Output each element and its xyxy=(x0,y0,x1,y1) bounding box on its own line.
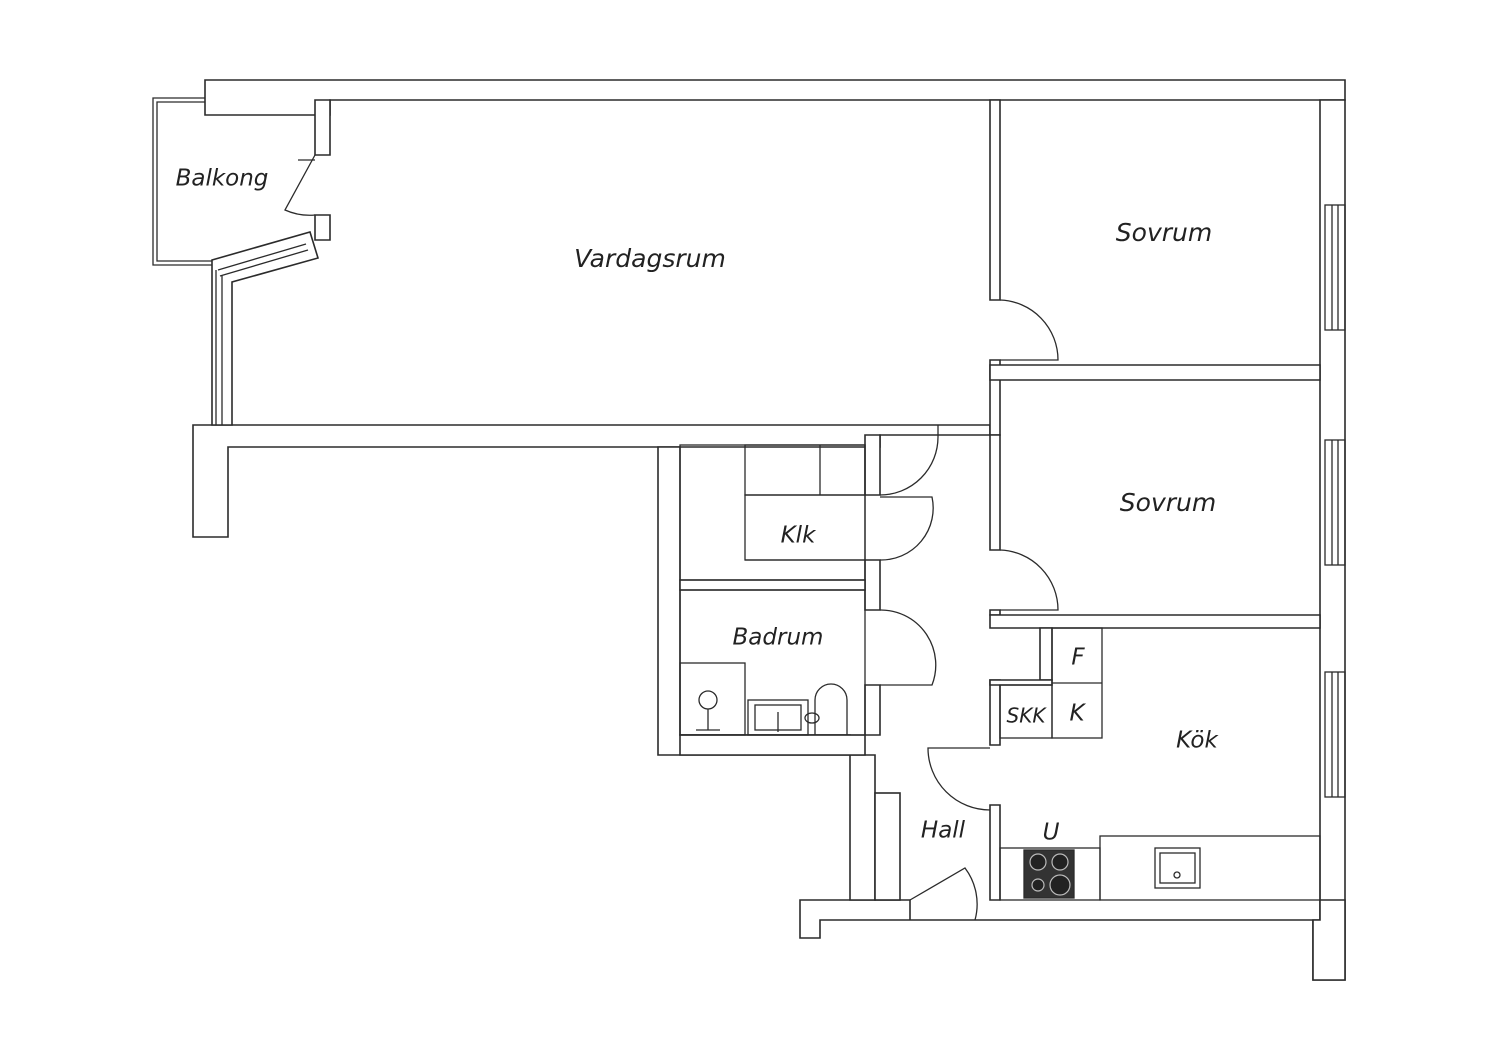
room-label-kok: Kök xyxy=(1176,728,1219,754)
room-label-sovrum-2: Sovrum xyxy=(1120,488,1216,517)
bathroom-fixtures xyxy=(679,589,866,736)
room-label-balkong: Balkong xyxy=(176,166,269,192)
room-label-vardagsrum: Vardagsrum xyxy=(574,244,726,273)
doors xyxy=(879,299,1059,921)
room-labels: Balkong Vardagsrum Sovrum Sovrum Klk Bad… xyxy=(176,166,1220,844)
windows-right xyxy=(1324,204,1346,798)
klk-closet xyxy=(679,444,866,581)
fixture-label-oven: U xyxy=(1043,820,1060,846)
room-label-badrum: Badrum xyxy=(733,625,824,651)
outer-walls xyxy=(192,79,1346,981)
room-label-klk: Klk xyxy=(781,523,817,549)
interior-walls xyxy=(679,99,1321,901)
room-label-sovrum-1: Sovrum xyxy=(1116,218,1212,247)
balcony xyxy=(152,97,320,426)
fixture-labels: F K SKK U xyxy=(1007,645,1087,846)
room-label-hall: Hall xyxy=(921,818,966,844)
kitchen-fixtures xyxy=(999,627,1321,901)
fixture-label-freezer: K xyxy=(1069,701,1086,727)
fixture-label-closet: SKK xyxy=(1007,704,1048,728)
fixture-label-fridge: F xyxy=(1071,645,1085,671)
